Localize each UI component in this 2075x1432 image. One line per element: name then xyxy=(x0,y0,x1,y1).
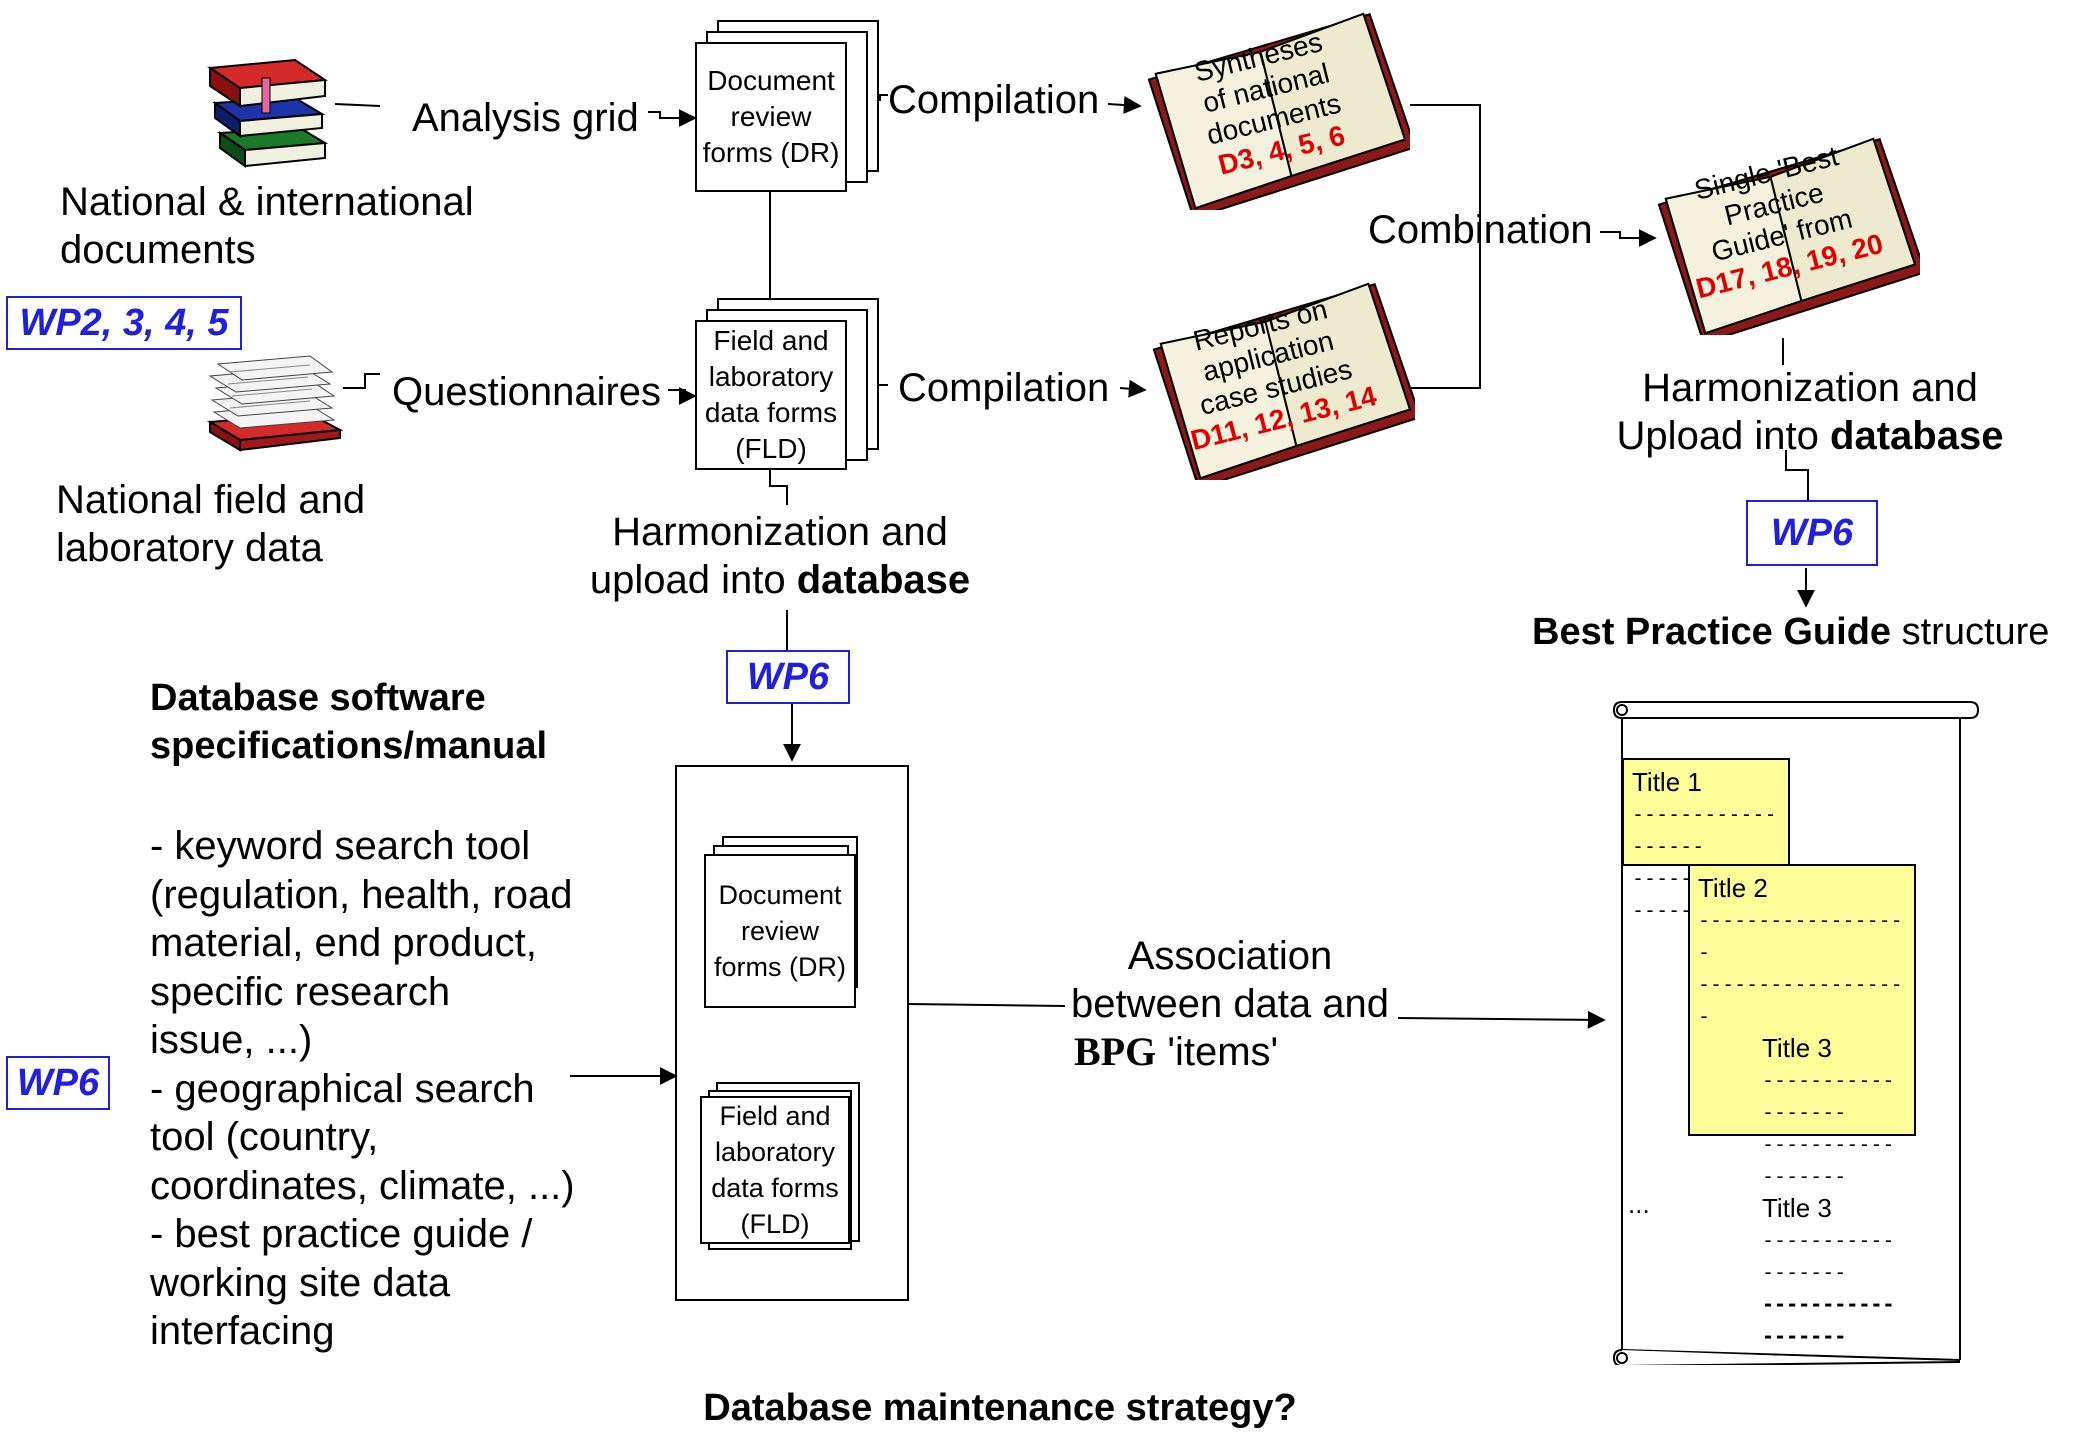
compilation-label-2: Compilation xyxy=(898,366,1110,410)
db-feature-item: - geographical search xyxy=(150,1066,535,1111)
analysis-grid-label: Analysis grid xyxy=(412,96,639,140)
db-feature-item: material, end product, xyxy=(150,921,537,965)
national-field-line: laboratory data xyxy=(56,526,323,570)
inner-dr-box: Document review forms (DR) xyxy=(704,854,856,1008)
compilation-label-1: Compilation xyxy=(888,78,1100,122)
harmonization-left: Harmonization and upload into database xyxy=(589,510,971,602)
inner-dr-stack: Document review forms (DR) xyxy=(704,836,858,1008)
inner-fld-box: Field and laboratory data forms (FLD) xyxy=(700,1096,850,1244)
books-icon xyxy=(207,58,329,168)
db-feature-item: issue, ...) xyxy=(150,1018,313,1062)
fld-forms-stack: Field and laboratory data forms (FLD) xyxy=(695,298,879,470)
db-heading: Database software specifications/manual xyxy=(150,677,548,767)
db-feature-list: - keyword search tool(regulation, health… xyxy=(150,822,575,1356)
wp6-left: WP6 xyxy=(6,1056,110,1110)
db-feature-item: interfacing xyxy=(150,1309,335,1353)
national-docs-line: documents xyxy=(60,228,256,272)
dr-forms-stack: Document review forms (DR) xyxy=(695,20,879,192)
footer-question: Database maintenance strategy? xyxy=(703,1387,1297,1429)
db-feature-item: coordinates, climate, ...) xyxy=(150,1163,575,1208)
fld-forms-box: Field and laboratory data forms (FLD) xyxy=(695,320,847,470)
wp-label-left-top: WP2, 3, 4, 5 xyxy=(6,296,242,350)
wp6-center: WP6 xyxy=(726,650,850,704)
bpg-title-1-note: Title 1 ------------------ -------------… xyxy=(1622,758,1790,922)
papers-icon xyxy=(206,355,344,452)
fld-text: Field and laboratory data forms (FLD) xyxy=(704,325,838,464)
db-feature-item: tool (country, xyxy=(150,1115,379,1159)
bpg-ellipsis: ... xyxy=(1628,1189,1650,1219)
db-feature-item: specific research xyxy=(150,969,451,1014)
questionnaires-label: Questionnaires xyxy=(392,370,662,414)
db-feature-item: - keyword search tool xyxy=(150,824,531,868)
harmonization-right: Harmonization and Upload into database xyxy=(1616,366,2004,458)
combination-label: Combination xyxy=(1368,208,1593,252)
dr-forms-box: Document review forms (DR) xyxy=(695,42,847,192)
inner-fld-stack: Field and laboratory data forms (FLD) xyxy=(700,1082,860,1250)
open-book-icon xyxy=(1152,282,1415,480)
bpg-title-2-note: Title 2 ------------------ -------------… xyxy=(1688,864,1916,1348)
national-docs-line: National & international xyxy=(60,180,474,224)
national-field-line: National field and xyxy=(56,478,366,522)
association-label: Association between data and BPG 'items' xyxy=(1070,934,1390,1074)
db-feature-item: (regulation, health, road xyxy=(150,872,573,917)
open-book-icon xyxy=(1657,137,1920,335)
scroll-icon xyxy=(1612,701,1980,1365)
db-feature-item: working site data xyxy=(150,1260,451,1305)
db-feature-item: - best practice guide / xyxy=(150,1212,533,1256)
bpg-structure-title: Best Practice Guide structure xyxy=(1532,611,2050,653)
wp6-right: WP6 xyxy=(1746,500,1878,566)
open-book-icon xyxy=(1147,12,1410,210)
